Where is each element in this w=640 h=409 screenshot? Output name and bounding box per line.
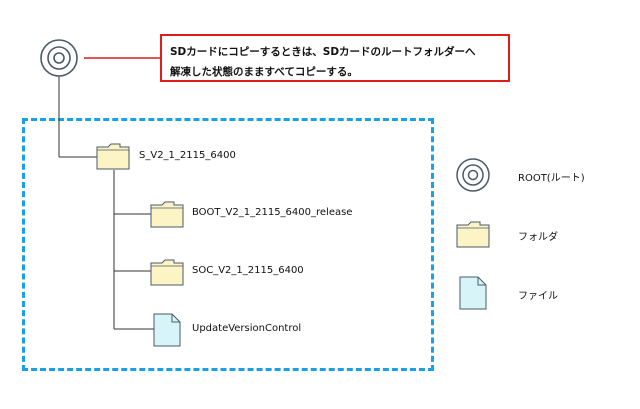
callout-line-2: 解凍した状態のまますべてコピーする。 bbox=[170, 66, 358, 78]
legend-file-icon bbox=[459, 276, 487, 310]
folder-icon bbox=[96, 143, 130, 170]
legend-file-label: ファイル bbox=[518, 291, 558, 302]
folder-icon bbox=[150, 259, 184, 286]
callout-line-1: SDカードにコピーするときは、SDカードのルートフォルダーへ bbox=[170, 46, 476, 58]
root-disc-icon bbox=[40, 39, 78, 77]
root-folder-label: S_V2_1_2115_6400 bbox=[139, 150, 236, 161]
legend-root-label: ROOT(ルート) bbox=[518, 173, 585, 184]
file-icon bbox=[153, 313, 181, 347]
content-frame bbox=[22, 118, 434, 371]
file-label: UpdateVersionControl bbox=[192, 323, 302, 334]
soc-folder-label: SOC_V2_1_2115_6400 bbox=[192, 265, 304, 276]
legend-root-icon bbox=[456, 158, 490, 192]
instruction-callout: SDカードにコピーするときは、SDカードのルートフォルダーへ 解凍した状態のまま… bbox=[160, 34, 510, 82]
legend-folder-label: フォルダ bbox=[518, 232, 558, 243]
boot-folder-label: BOOT_V2_1_2115_6400_release bbox=[192, 207, 353, 218]
legend-folder-icon bbox=[456, 221, 490, 248]
folder-icon bbox=[150, 201, 184, 228]
